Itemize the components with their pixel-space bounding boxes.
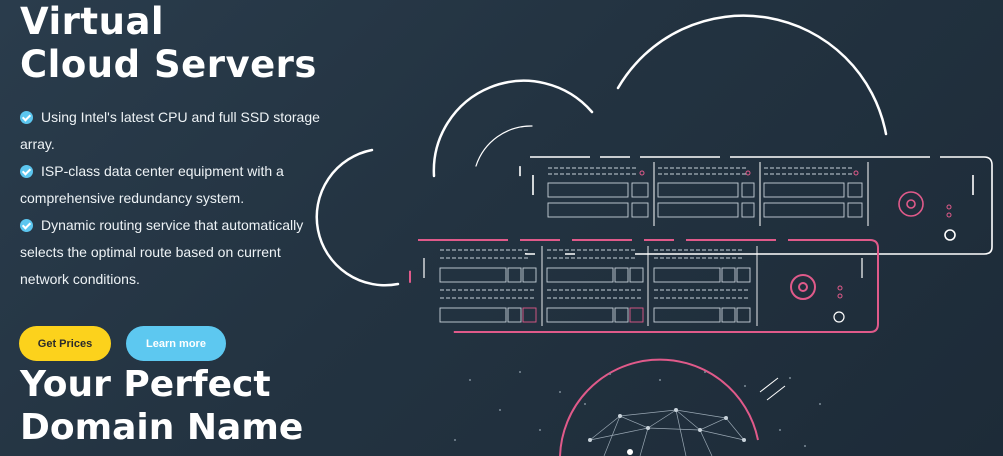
- check-circle-icon: [20, 111, 33, 124]
- server-front-bays: [439, 249, 751, 323]
- feature-list: Using Intel's latest CPU and full SSD st…: [20, 104, 330, 293]
- server-back: [519, 156, 993, 255]
- feature-text: Using Intel's latest CPU and full SSD st…: [20, 109, 320, 152]
- server-back-leds: [639, 170, 952, 218]
- hero-title-line1: Virtual: [20, 0, 165, 43]
- hero-title-line2: Cloud Servers: [20, 43, 317, 86]
- get-prices-button[interactable]: Get Prices: [19, 326, 111, 361]
- cloud-outline: [315, 14, 888, 287]
- domain-section-title: Your Perfect Domain Name: [20, 363, 303, 449]
- check-circle-icon: [20, 219, 33, 232]
- server-front: [409, 239, 879, 333]
- feature-item: Dynamic routing service that automatical…: [20, 212, 330, 293]
- server-front-details: [423, 246, 863, 326]
- feature-text: Dynamic routing service that automatical…: [20, 217, 304, 287]
- feature-item: ISP-class data center equipment with a c…: [20, 158, 330, 212]
- domain-title-line2: Domain Name: [20, 407, 304, 448]
- feature-item: Using Intel's latest CPU and full SSD st…: [20, 104, 330, 158]
- hero-title: Virtual Cloud Servers: [20, 0, 317, 86]
- domain-title-line1: Your Perfect: [20, 364, 271, 405]
- network-globe-illustration: [454, 358, 821, 456]
- learn-more-button[interactable]: Learn more: [126, 326, 226, 361]
- server-back-bays: [547, 167, 863, 218]
- check-circle-icon: [20, 165, 33, 178]
- feature-text: ISP-class data center equipment with a c…: [20, 163, 284, 206]
